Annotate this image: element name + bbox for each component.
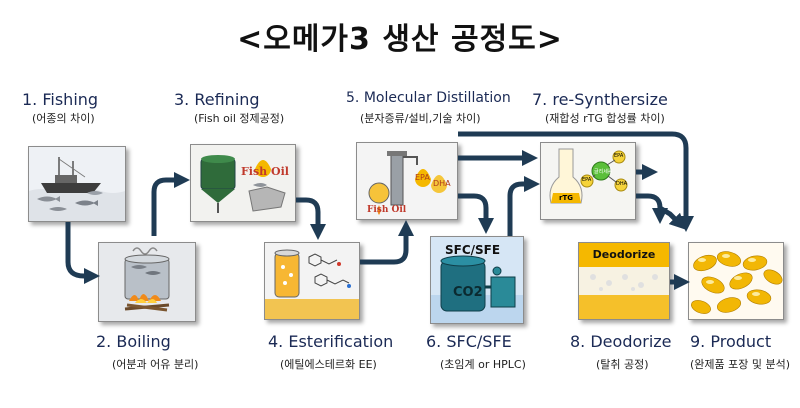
arrow-sfc-to-resynthesize [507,175,541,236]
sfc-card: SFC/SFE CO2 [430,236,524,324]
fishing-card [28,146,126,222]
refining-card: Fish Oil [190,144,296,222]
step-5-title: 5. Molecular Distillation [346,90,511,106]
boiling-pot-illustration [99,243,195,321]
refining-tank-illustration [191,145,295,221]
step-9-number: 9. [690,332,706,351]
step-4-title: 4. Esterification [268,332,393,351]
distill-epa-label: EPA [415,173,430,182]
step-3-sub: (Fish oil 정제공정) [194,112,285,125]
arrow-distillation-to-product [458,131,695,233]
step-6-name: SFC/SFE [446,332,512,351]
oil-drop-icon [255,160,271,177]
deodorize-tank-illustration [579,243,669,319]
arrow-refining-to-esterification [296,197,327,241]
step-3-name: Refining [194,90,260,109]
distill-dha-label: DHA [433,179,451,188]
distill-oil-label: Fish Oil [367,205,407,215]
step-2-title: 2. Boiling [96,332,171,351]
step-6-title: 6. SFC/SFE [426,332,512,351]
arrow-fishing-to-boiling [65,222,101,285]
step-8-name: Deodorize [590,332,672,351]
step-5-sub: (분자증류/설비,기술 차이) [360,112,481,125]
step-8-sub: (탈취 공정) [596,358,649,371]
page-title: <오메가3 생산 공정도> [237,22,563,57]
rtg-label: rTG [559,194,573,202]
dha-drop-icon [431,175,447,193]
resyn-epa-label: EPA [614,153,624,159]
resyn-center-label: 글리세롤 [594,169,613,175]
step-1-number: 1. [22,90,38,109]
step-8-number: 8. [570,332,586,351]
sfc-tank-illustration [431,237,523,323]
softgel-capsules-illustration [689,243,783,319]
co2-label: CO2 [453,285,483,300]
step-1-sub: (어종의 차이) [32,112,95,125]
step-2-number: 2. [96,332,112,351]
boiling-card [98,242,196,322]
step-7-name: re-Synthersize [552,90,668,109]
step-7-title: 7. re-Synthersize [532,90,668,109]
distillation-column-illustration [357,143,457,219]
step-8-title: 8. Deodorize [570,332,672,351]
deodorize-label: Deodorize [592,248,656,261]
step-1-title: 1. Fishing [22,90,98,109]
step-4-name: Esterification [288,332,394,351]
step-3-number: 3. [174,90,190,109]
refining-oil-label: Fish Oil [241,165,289,178]
step-4-sub: (에틸에스테르화 EE) [280,358,377,371]
arrow-boiling-to-refining [151,171,191,236]
deodorize-card: Deodorize [578,242,670,320]
step-6-number: 6. [426,332,442,351]
step-7-number: 7. [532,90,548,109]
step-9-sub: (완제품 포장 및 분석) [690,358,791,371]
step-4-number: 4. [268,332,284,351]
distillation-card: EPA DHA Fish Oil [356,142,458,220]
step-5-number: 5. [346,90,360,106]
step-3-title: 3. Refining [174,90,260,109]
resynthesize-flask-illustration [541,143,635,219]
arrow-distillation-to-sfc [458,193,495,235]
arrow-esterification-to-distillation [360,219,415,265]
arrow-branch-to-product [658,205,686,230]
step-9-name: Product [710,332,772,351]
esterification-card [264,242,360,320]
step-5-name: Molecular Distillation [363,90,511,106]
fishing-boat-illustration [29,147,125,221]
resyn-dha-label: DHA [616,181,628,187]
esterification-tank-illustration [265,243,359,319]
step-9-title: 9. Product [690,332,771,351]
resynthesize-card: EPA 글리세롤 DHA EPA rTG [540,142,636,220]
epa-drop-icon [415,169,431,187]
step-2-name: Boiling [116,332,171,351]
step-7-sub: (재합성 rTG 합성률 차이) [545,112,665,125]
arrow-resynthesize-to-deodorize [636,193,669,225]
step-2-sub: (어분과 어유 분리) [112,358,199,371]
sfc-card-label: SFC/SFE [445,243,501,257]
step-6-sub: (초임계 or HPLC) [440,358,526,371]
step-1-name: Fishing [42,90,99,109]
resyn-epa2-label: EPA [582,177,592,183]
